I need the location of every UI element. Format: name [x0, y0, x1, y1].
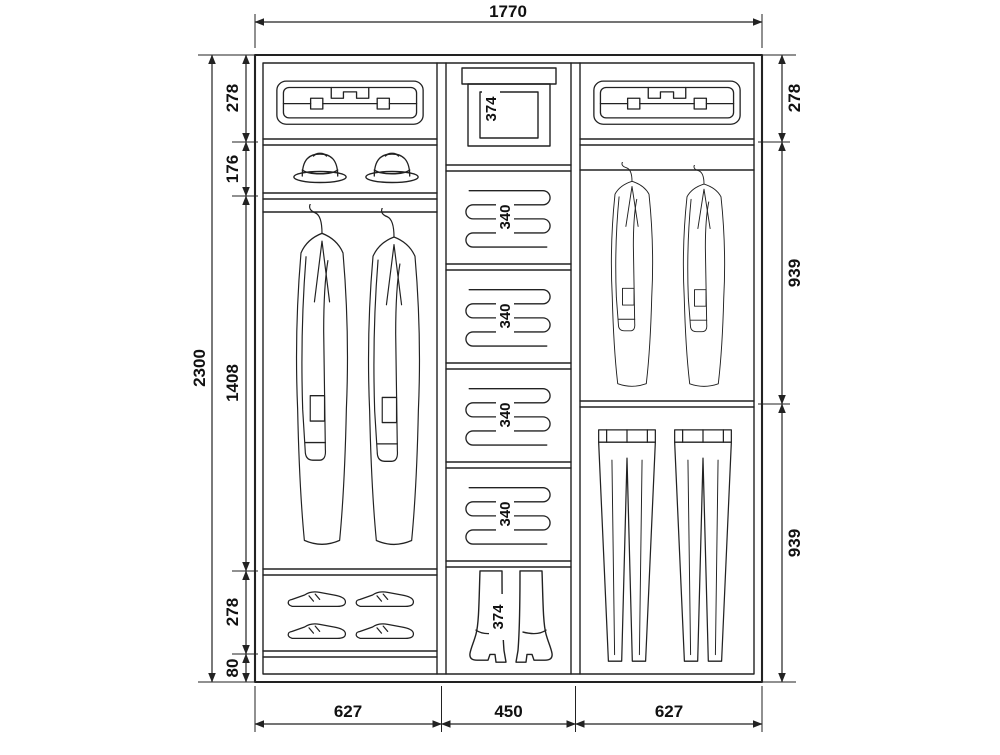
- dim-label-total-width: 1770: [489, 2, 527, 21]
- dim-label-right-1: 939: [785, 259, 804, 287]
- dim-label-left-0: 278: [223, 84, 242, 112]
- shoe-icon: [355, 623, 415, 639]
- dimension-left-chain: 278 176 1408 278 80: [223, 54, 258, 683]
- hat-icon: [365, 152, 419, 184]
- wardrobe-contents: [276, 67, 741, 663]
- jacket-icon: [295, 204, 349, 545]
- dim-label-bottom-1: 450: [494, 702, 522, 721]
- hat-icon: [293, 152, 347, 184]
- inner-frame: [262, 62, 755, 675]
- shoe-icon: [287, 623, 347, 639]
- dim-label-left-4: 80: [223, 659, 242, 678]
- dim-label-shelf-1: 340: [497, 303, 514, 328]
- suitcase-icon: [593, 80, 741, 125]
- left-column-shelves: [262, 138, 438, 658]
- suitcase-icon: [276, 80, 424, 125]
- dim-label-right-0: 278: [785, 84, 804, 112]
- dim-label-left-3: 278: [223, 598, 242, 626]
- trousers-icon: [673, 429, 733, 662]
- dim-label-box-depth: 374: [483, 96, 500, 122]
- middle-column-shelves: [445, 164, 572, 568]
- interior-dimension-labels: 374 340 340 340 340 374: [482, 86, 514, 640]
- dimension-bottom-widths: 627 450 627: [254, 686, 763, 732]
- dim-label-boot-height: 374: [490, 604, 507, 630]
- trousers-icon: [597, 429, 657, 662]
- dim-label-shelf-3: 340: [497, 501, 514, 526]
- boot-icon: [515, 570, 553, 663]
- dimension-right-chain: 278 939 939: [758, 54, 804, 683]
- jacket-icon: [682, 165, 726, 387]
- dim-label-left-1: 176: [223, 155, 242, 183]
- shoe-icon: [355, 591, 415, 607]
- outer-frame: [253, 53, 764, 684]
- wardrobe-frame: [253, 53, 764, 684]
- dim-label-total-height: 2300: [190, 349, 209, 387]
- dim-label-right-2: 939: [785, 529, 804, 557]
- dimension-top-width: 1770: [254, 2, 763, 48]
- jacket-icon: [367, 208, 421, 546]
- dim-label-shelf-0: 340: [497, 204, 514, 229]
- dim-label-shelf-2: 340: [497, 402, 514, 427]
- shoe-icon: [287, 591, 347, 607]
- storage-box-icon: [461, 67, 557, 147]
- dim-label-bottom-2: 627: [655, 702, 683, 721]
- right-column-shelves: [579, 138, 755, 408]
- jacket-icon: [610, 162, 654, 387]
- dim-label-left-2: 1408: [223, 364, 242, 402]
- dim-label-bottom-0: 627: [334, 702, 362, 721]
